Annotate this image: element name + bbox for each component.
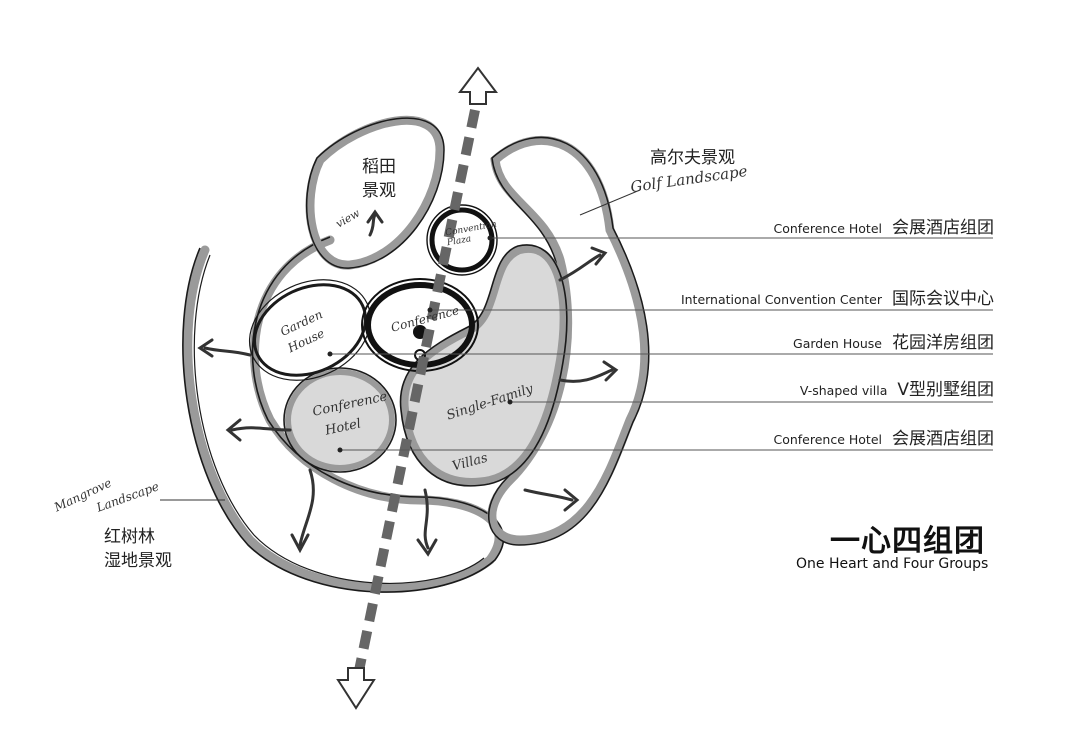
legend-row-cn: 花园洋房组团 [892,333,994,353]
garden-house-ellipse [248,279,372,381]
mangrove-label-line1: 红树林 [104,527,155,547]
legend-row-cn: 会展酒店组团 [892,429,994,449]
legend-row-en: Conference Hotel [773,221,882,236]
legend-row: Garden House 花园洋房组团 [793,328,994,353]
paddy-label-line2: 景观 [362,181,396,201]
convention-plaza-circle [426,204,498,276]
legend-row: Conference Hotel 会展酒店组团 [773,213,994,238]
main-axis [336,66,498,710]
golf-label-cn: 高尔夫景观 [650,148,735,168]
paddy-label-line1: 稻田 [362,157,396,177]
view-arrows [197,209,619,557]
legend-row-cn: 会展酒店组团 [892,218,994,238]
legend-row: V-shaped villa V型别墅组团 [800,375,994,400]
legend-row-cn: 国际会议中心 [892,289,994,309]
legend-row-en: Garden House [793,336,882,351]
legend-row: Conference Hotel 会展酒店组团 [773,424,994,449]
leader-lines [160,189,993,501]
legend-row-en: Conference Hotel [773,432,882,447]
diagram-heading-en: One Heart and Four Groups [796,556,989,572]
legend-row-cn: V型别墅组团 [897,380,994,400]
leader-dots [327,235,513,453]
mangrove-label-line2: 湿地景观 [104,551,172,571]
conference-hotel-circle [283,367,397,473]
legend-row-en: V-shaped villa [799,383,888,398]
legend-row-en: International Convention Center [680,292,882,307]
diagram-heading-cn: 一心四组团 [830,524,985,559]
legend-row: International Convention Center 国际会议中心 [681,284,994,309]
paddy-landscape-zone [305,115,445,270]
